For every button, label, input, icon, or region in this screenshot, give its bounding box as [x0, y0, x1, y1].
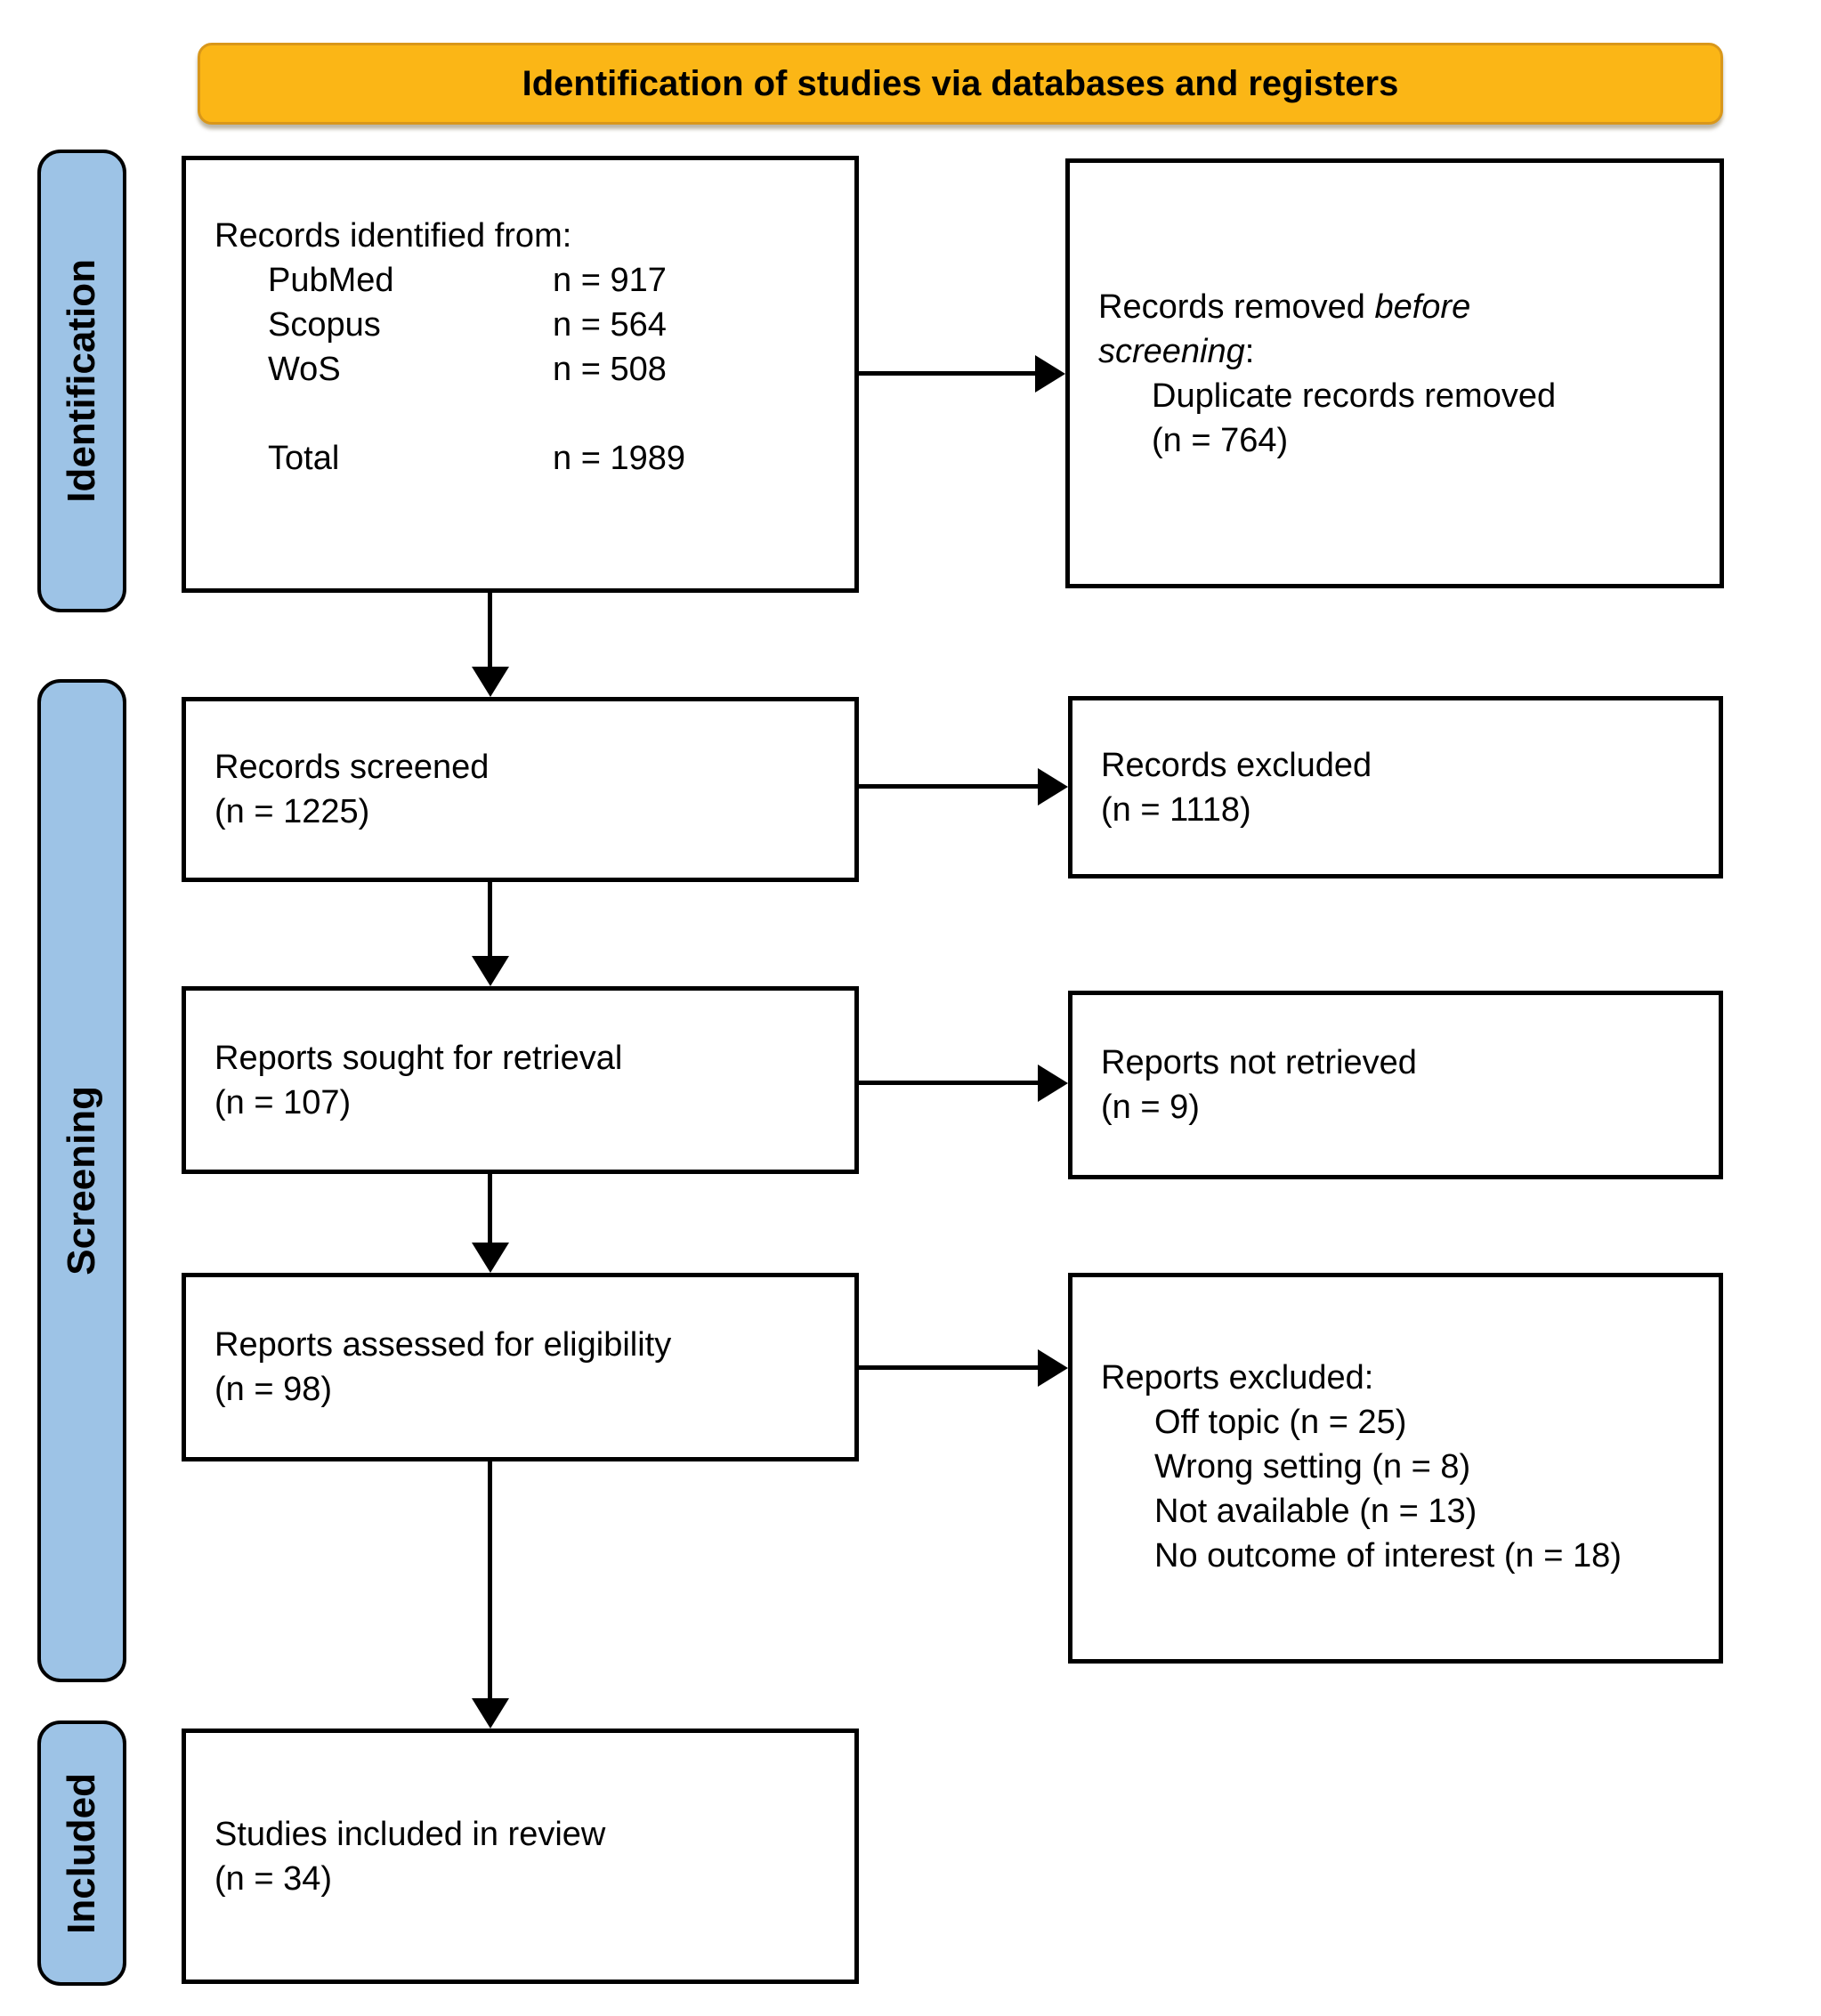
exclusion-reason: Off topic (n = 25) [1154, 1404, 1407, 1441]
box-records-excluded: Records excluded (n = 1118) [1068, 696, 1723, 878]
arrow-head-icon [472, 1243, 509, 1273]
arrow-line [488, 1461, 492, 1698]
records-removed-colon: : [1244, 332, 1255, 370]
box-reports-assessed: Reports assessed for eligibility (n = 98… [182, 1273, 859, 1461]
stage-label-identification-text: Identification [60, 259, 103, 503]
total-label: Total [268, 440, 340, 477]
header-banner: Identification of studies via databases … [198, 43, 1723, 125]
source-name: WoS [268, 351, 341, 388]
exclusion-reason: Not available (n = 13) [1154, 1493, 1477, 1530]
source-count: n = 564 [553, 306, 667, 344]
box-studies-included: Studies included in review (n = 34) [182, 1729, 859, 1984]
stage-label-included: Included [37, 1720, 126, 1986]
arrow-head-icon [1035, 355, 1065, 393]
records-excluded-count: (n = 1118) [1101, 790, 1251, 829]
reports-assessed-title: Reports assessed for eligibility [214, 1326, 672, 1364]
source-row: PubMed n = 917 [268, 258, 840, 303]
arrow-head-icon [1038, 768, 1068, 806]
duplicates-removed-label: Duplicate records removed [1152, 376, 1557, 415]
reports-sought-title: Reports sought for retrieval [214, 1039, 623, 1077]
reports-sought-count: (n = 107) [214, 1083, 352, 1121]
arrow-line [858, 371, 1036, 376]
box-reports-not-retrieved: Reports not retrieved (n = 9) [1068, 991, 1723, 1179]
source-row: WoS n = 508 [268, 347, 840, 392]
reports-excluded-title: Reports excluded: [1101, 1359, 1374, 1397]
records-excluded-title: Records excluded [1101, 746, 1372, 784]
source-name: Scopus [268, 306, 381, 344]
arrow-line [488, 881, 492, 956]
header-title: Identification of studies via databases … [522, 63, 1399, 103]
source-name: PubMed [268, 262, 394, 299]
stage-label-identification: Identification [37, 150, 126, 612]
arrow-head-icon [1038, 1065, 1068, 1102]
box-reports-sought: Reports sought for retrieval (n = 107) [182, 986, 859, 1174]
reports-assessed-count: (n = 98) [214, 1371, 333, 1408]
exclusion-reason: Wrong setting (n = 8) [1154, 1448, 1471, 1486]
box-reports-excluded: Reports excluded: Off topic (n = 25) Wro… [1068, 1273, 1723, 1664]
source-count: n = 917 [553, 262, 667, 299]
box-records-screened: Records screened (n = 1225) [182, 697, 859, 882]
stage-label-screening: Screening [37, 679, 126, 1682]
exclusion-reason: No outcome of interest (n = 18) [1154, 1537, 1622, 1575]
records-removed-italic2: screening [1098, 332, 1245, 370]
box-records-removed: Records removed before screening: Duplic… [1065, 158, 1724, 588]
reports-not-retrieved-title: Reports not retrieved [1101, 1044, 1417, 1081]
records-screened-title: Records screened [214, 749, 490, 786]
records-removed-title-line1: Records removed before [1098, 285, 1705, 329]
source-row: Scopus n = 564 [268, 303, 840, 347]
total-row: Total n = 1989 [268, 436, 840, 481]
studies-included-title: Studies included in review [214, 1815, 606, 1853]
records-identified-title: Records identified from: [214, 217, 572, 255]
arrow-line [858, 784, 1038, 789]
arrow-head-icon [1038, 1349, 1068, 1387]
arrow-head-icon [472, 1698, 509, 1729]
arrow-line [858, 1365, 1038, 1370]
records-removed-title-line2: screening: [1098, 329, 1705, 374]
records-screened-count: (n = 1225) [214, 793, 370, 830]
stage-label-screening-text: Screening [60, 1086, 103, 1275]
box-records-identified: Records identified from: PubMed n = 917 … [182, 156, 859, 593]
arrow-line [488, 592, 492, 667]
arrow-line [858, 1081, 1038, 1085]
total-count: n = 1989 [553, 440, 685, 477]
source-count: n = 508 [553, 351, 667, 388]
arrow-head-icon [472, 956, 509, 986]
arrow-head-icon [472, 667, 509, 697]
stage-label-included-text: Included [60, 1772, 103, 1934]
records-removed-italic1: before [1374, 287, 1471, 326]
studies-included-count: (n = 34) [214, 1859, 333, 1898]
reports-not-retrieved-count: (n = 9) [1101, 1089, 1200, 1126]
arrow-line [488, 1173, 492, 1243]
records-removed-regular: Records removed [1098, 287, 1375, 326]
duplicates-removed-count: (n = 764) [1152, 421, 1289, 459]
